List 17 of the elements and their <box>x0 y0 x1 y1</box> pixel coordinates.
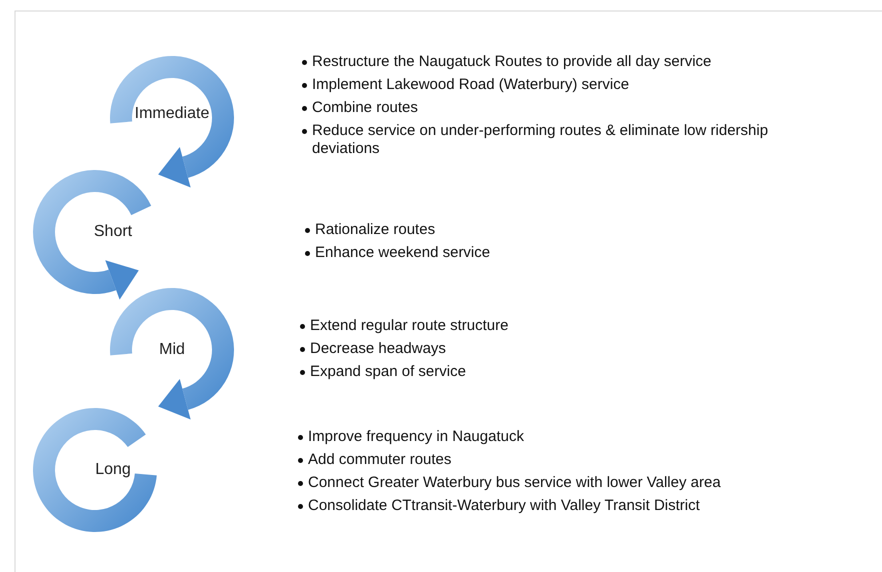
bullet-text: Decrease headways <box>310 340 446 357</box>
bullet-text: Consolidate CTtransit-Waterbury with Valley Transit District <box>308 497 700 514</box>
stage-label: Mid <box>159 341 185 359</box>
bullet-text: Extend regular route structure <box>310 317 508 334</box>
bullet-text: Enhance weekend service <box>315 244 490 261</box>
bullet-text: Add commuter routes <box>308 451 452 468</box>
bullet-text: Connect Greater Waterbury bus service with lower Valley area <box>308 474 721 491</box>
bullet-text: Implement Lakewood Road (Waterbury) service <box>312 76 630 93</box>
stage-label: Immediate <box>134 105 210 123</box>
bullet-text: Reduce service on under-performing routes & eliminate low ridership deviations <box>312 122 768 157</box>
bullet-text: Combine routes <box>312 99 418 116</box>
bullet-text: Rationalize routes <box>315 221 436 238</box>
bullet-text: Restructure the Naugatuck Routes to provide all day service <box>312 53 712 70</box>
bullet-text: Expand span of service <box>310 363 466 380</box>
stage-label: Long <box>95 461 131 479</box>
bullet-text: Improve frequency in Naugatuck <box>308 428 524 445</box>
stage-label: Short <box>94 223 132 241</box>
